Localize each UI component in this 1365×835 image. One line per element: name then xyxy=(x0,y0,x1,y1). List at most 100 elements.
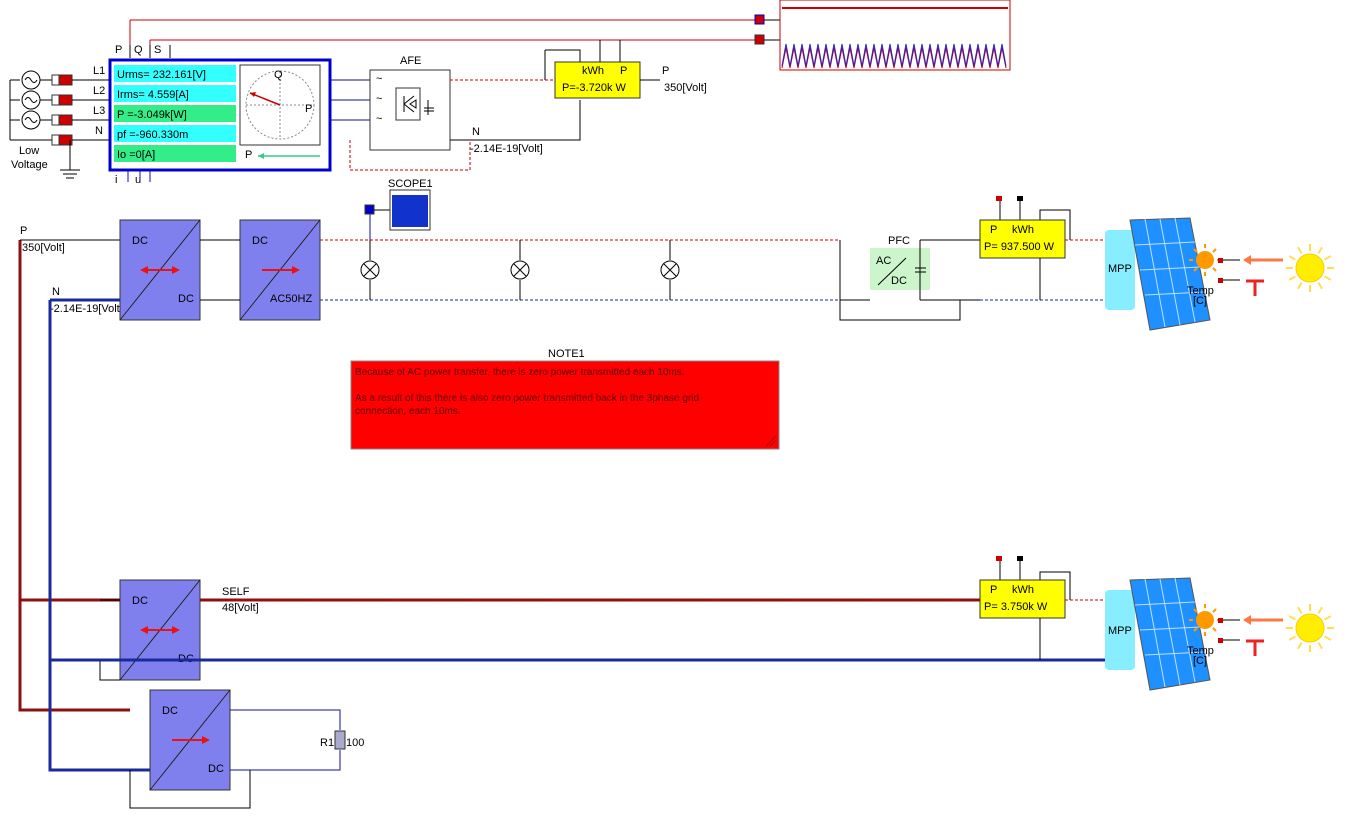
pv1-panel[interactable] xyxy=(1105,217,1211,331)
pv2-meter-header-left: P xyxy=(990,584,997,596)
afe-title: AFE xyxy=(400,55,421,67)
scope1-display[interactable] xyxy=(389,189,431,231)
resistor-r1[interactable] xyxy=(334,730,346,750)
scope1-title: SCOPE1 xyxy=(388,178,433,190)
pv2-arrow-icon xyxy=(1243,615,1283,625)
svg-text:~: ~ xyxy=(376,93,382,105)
pv2-temp-line1: Temp xyxy=(1187,645,1214,657)
converter-2-top-label: DC xyxy=(252,235,268,247)
converter-1[interactable]: DC DC xyxy=(119,219,201,321)
pv1-temp-line1: Temp xyxy=(1187,285,1214,297)
bus-n-voltage: -2.14E-19[Volt] xyxy=(50,303,123,315)
converter-4[interactable]: DC DC xyxy=(149,689,231,791)
pfc-block[interactable] xyxy=(839,239,980,321)
note-title: NOTE1 xyxy=(548,348,585,360)
afe-n-voltage: -2.14E-19[Volt] xyxy=(470,143,543,155)
pv2-meter-value: P= 3.750k W xyxy=(984,601,1048,613)
resistor-value: 100 xyxy=(346,737,364,749)
scope-top-display[interactable] xyxy=(779,0,1011,71)
afe-dc-n-wire xyxy=(450,100,581,141)
self-bus-label: SELF xyxy=(222,586,250,598)
bus-p-voltage: 350[Volt] xyxy=(22,242,65,254)
source-label-line2: Voltage xyxy=(11,159,48,171)
reading-pf: pf =-960.330m xyxy=(117,129,188,141)
reading-urms: Urms= 232.161[V] xyxy=(117,69,206,81)
converter-4-bottom-label: DC xyxy=(208,763,224,775)
port-q-label: Q xyxy=(134,44,143,56)
pv1-meter[interactable] xyxy=(979,196,1110,301)
resistor-name: R1 xyxy=(320,737,334,749)
afe-n-label: N xyxy=(472,126,480,138)
afe-block[interactable]: ~ ~ ~ xyxy=(369,69,451,151)
resistor-loop-wires xyxy=(230,709,341,771)
port-s-label: S xyxy=(154,44,161,56)
pv2-irr-pin xyxy=(1218,618,1223,623)
meter-top-p-voltage: 350[Volt] xyxy=(664,82,707,94)
scope-input-top[interactable] xyxy=(754,14,765,25)
pfc-bottom: DC xyxy=(891,275,907,287)
source-label-line1: Low xyxy=(19,145,39,157)
conv1-conv2-wires xyxy=(200,239,240,301)
phasor-p-label: P xyxy=(305,103,312,115)
phase-l3-label: L3 xyxy=(93,105,105,117)
converter-1-bottom-label: DC xyxy=(178,293,194,305)
port-p-label: P xyxy=(115,44,122,56)
note-line1: Because of AC power transfer, there is z… xyxy=(355,367,685,378)
io-u-label: u xyxy=(135,174,141,186)
conv3-left-wires xyxy=(99,599,120,681)
converter-1-top-label: DC xyxy=(132,235,148,247)
note-box[interactable] xyxy=(350,360,780,450)
meter-top-header-right: P xyxy=(620,65,627,77)
reading-io: Io =0[A] xyxy=(117,149,155,161)
converter-2[interactable]: DC AC50HZ xyxy=(239,219,321,321)
phase-n-label: N xyxy=(95,125,103,137)
grid-measurement-block[interactable] xyxy=(108,58,332,172)
note-line3: connection, each 10ms. xyxy=(355,406,461,417)
meter-top-p-label: P xyxy=(662,65,669,77)
pv2-temp-line2: [C] xyxy=(1193,655,1207,667)
bus-p-label: P xyxy=(20,225,27,237)
meter-top-header-left: kWh xyxy=(582,65,604,77)
pv2-sun-icon xyxy=(1286,604,1334,652)
converter-2-bottom-label: AC50HZ xyxy=(270,293,312,305)
reading-irms: Irms= 4.559[A] xyxy=(117,89,189,101)
three-phase-source[interactable] xyxy=(9,70,110,179)
lamp-loads[interactable] xyxy=(360,240,680,300)
phase-l1-label: L1 xyxy=(93,65,105,77)
reading-p: P =-3.049k[W] xyxy=(117,109,187,121)
pv2-panel[interactable] xyxy=(1105,577,1211,691)
pv1-sun-icon xyxy=(1286,244,1334,292)
pv1-arrow-icon xyxy=(1243,255,1283,265)
pv2-input-wires xyxy=(1220,619,1240,641)
phasor-q-label: Q xyxy=(274,69,283,81)
io-i-label: i xyxy=(115,174,117,186)
pv2-meter[interactable] xyxy=(979,556,1110,660)
pfc-top: AC xyxy=(876,255,891,267)
scope1-probe[interactable] xyxy=(364,204,375,215)
svg-text:~: ~ xyxy=(376,113,382,125)
conv4-bottom-loop xyxy=(129,770,251,809)
pv2-mpp: MPP xyxy=(1108,625,1132,637)
scope-input-wires xyxy=(764,19,780,41)
note-line2: As a result of this there is also zero p… xyxy=(355,393,699,404)
pv1-meter-header-right: kWh xyxy=(1012,224,1034,236)
pv1-meter-value: P= 937.500 W xyxy=(984,241,1055,253)
svg-text:~: ~ xyxy=(376,73,382,85)
scope-input-bottom[interactable] xyxy=(754,34,765,45)
converter-3-top-label: DC xyxy=(132,595,148,607)
pfc-title: PFC xyxy=(888,235,910,247)
pv1-irr-pin xyxy=(1218,258,1223,263)
pv2-temp-source-icon xyxy=(1246,639,1264,656)
phase-l2-label: L2 xyxy=(93,85,105,97)
pv1-mpp: MPP xyxy=(1108,263,1132,275)
pv2-irradiance-icon xyxy=(1189,604,1221,636)
meter-top[interactable] xyxy=(544,40,660,99)
grid-to-afe-wires xyxy=(330,79,370,121)
io-pins xyxy=(127,170,151,182)
converter-4-top-label: DC xyxy=(162,705,178,717)
port-ticks xyxy=(129,45,171,58)
meter-top-value: P=-3.720k W xyxy=(562,82,627,94)
